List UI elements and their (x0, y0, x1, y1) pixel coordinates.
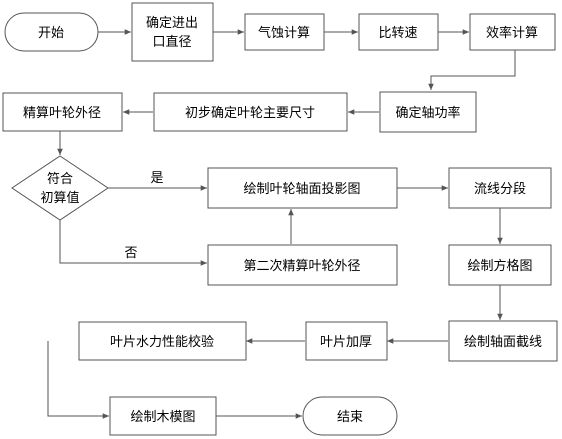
edge-label-no: 否 (124, 246, 137, 261)
node-precise-outer-diameter: 精算叶轮外径 (2, 92, 123, 132)
node-start: 开始 (4, 12, 99, 52)
node-draw-wood-model: 绘制木模图 (109, 396, 217, 436)
edge-decision-no (59, 220, 207, 266)
node-efficiency-calc-label: 效率计算 (486, 25, 538, 41)
node-determine-outlet-diameter-line1: 确定进出 (146, 16, 198, 31)
node-determine-outlet-diameter-line2: 口直径 (152, 35, 191, 50)
node-end: 结束 (302, 396, 398, 436)
node-hydraulic-check-label: 叶片水力性能校验 (110, 334, 214, 350)
node-determine-outlet-diameter: 确定进出 口直径 (131, 2, 214, 62)
node-start-label: 开始 (38, 26, 64, 41)
node-determine-shaft-power: 确定轴功率 (379, 91, 477, 133)
node-hydraulic-check: 叶片水力性能校验 (78, 321, 247, 361)
node-second-precise-diameter-label: 第二次精算叶轮外径 (243, 258, 360, 274)
node-draw-wood-model-label: 绘制木模图 (130, 410, 195, 425)
node-streamline-segment: 流线分段 (448, 167, 552, 209)
node-draw-axial-section-label: 绘制轴面截线 (464, 335, 542, 350)
node-draw-axial-projection: 绘制叶轮轴面投影图 (207, 167, 398, 209)
node-decision-line2: 初算值 (40, 190, 79, 206)
edge-label-yes: 是 (150, 171, 163, 186)
node-precise-outer-diameter-label: 精算叶轮外径 (23, 106, 101, 121)
node-end-label: 结束 (337, 410, 363, 425)
node-decision-line1: 符合 (47, 171, 73, 187)
node-efficiency-calc: 效率计算 (469, 13, 556, 51)
node-draw-axial-section: 绘制轴面截线 (448, 320, 558, 362)
node-initial-main-dimensions: 初步确定叶轮主要尺寸 (153, 92, 348, 132)
node-draw-axial-projection-label: 绘制叶轮轴面投影图 (243, 181, 360, 197)
node-draw-grid: 绘制方格图 (448, 244, 552, 286)
node-decision-meets-initial: 符合 初算值 (11, 155, 109, 221)
node-specific-speed: 比转速 (358, 13, 439, 51)
node-cavitation-calc-label: 气蚀计算 (258, 25, 310, 41)
node-initial-main-dimensions-label: 初步确定叶轮主要尺寸 (185, 106, 315, 121)
node-blade-thickening: 叶片加厚 (305, 321, 388, 361)
node-streamline-segment-label: 流线分段 (474, 182, 526, 197)
node-draw-grid-label: 绘制方格图 (467, 258, 532, 274)
node-second-precise-diameter: 第二次精算叶轮外径 (207, 244, 398, 286)
edge-check-to-wood-model (47, 341, 109, 419)
node-cavitation-calc: 气蚀计算 (244, 13, 325, 51)
node-determine-shaft-power-label: 确定轴功率 (395, 105, 460, 121)
edge-efficiency-to-shaft-power (428, 50, 516, 90)
node-blade-thickening-label: 叶片加厚 (320, 335, 372, 350)
node-specific-speed-label: 比转速 (378, 26, 417, 41)
